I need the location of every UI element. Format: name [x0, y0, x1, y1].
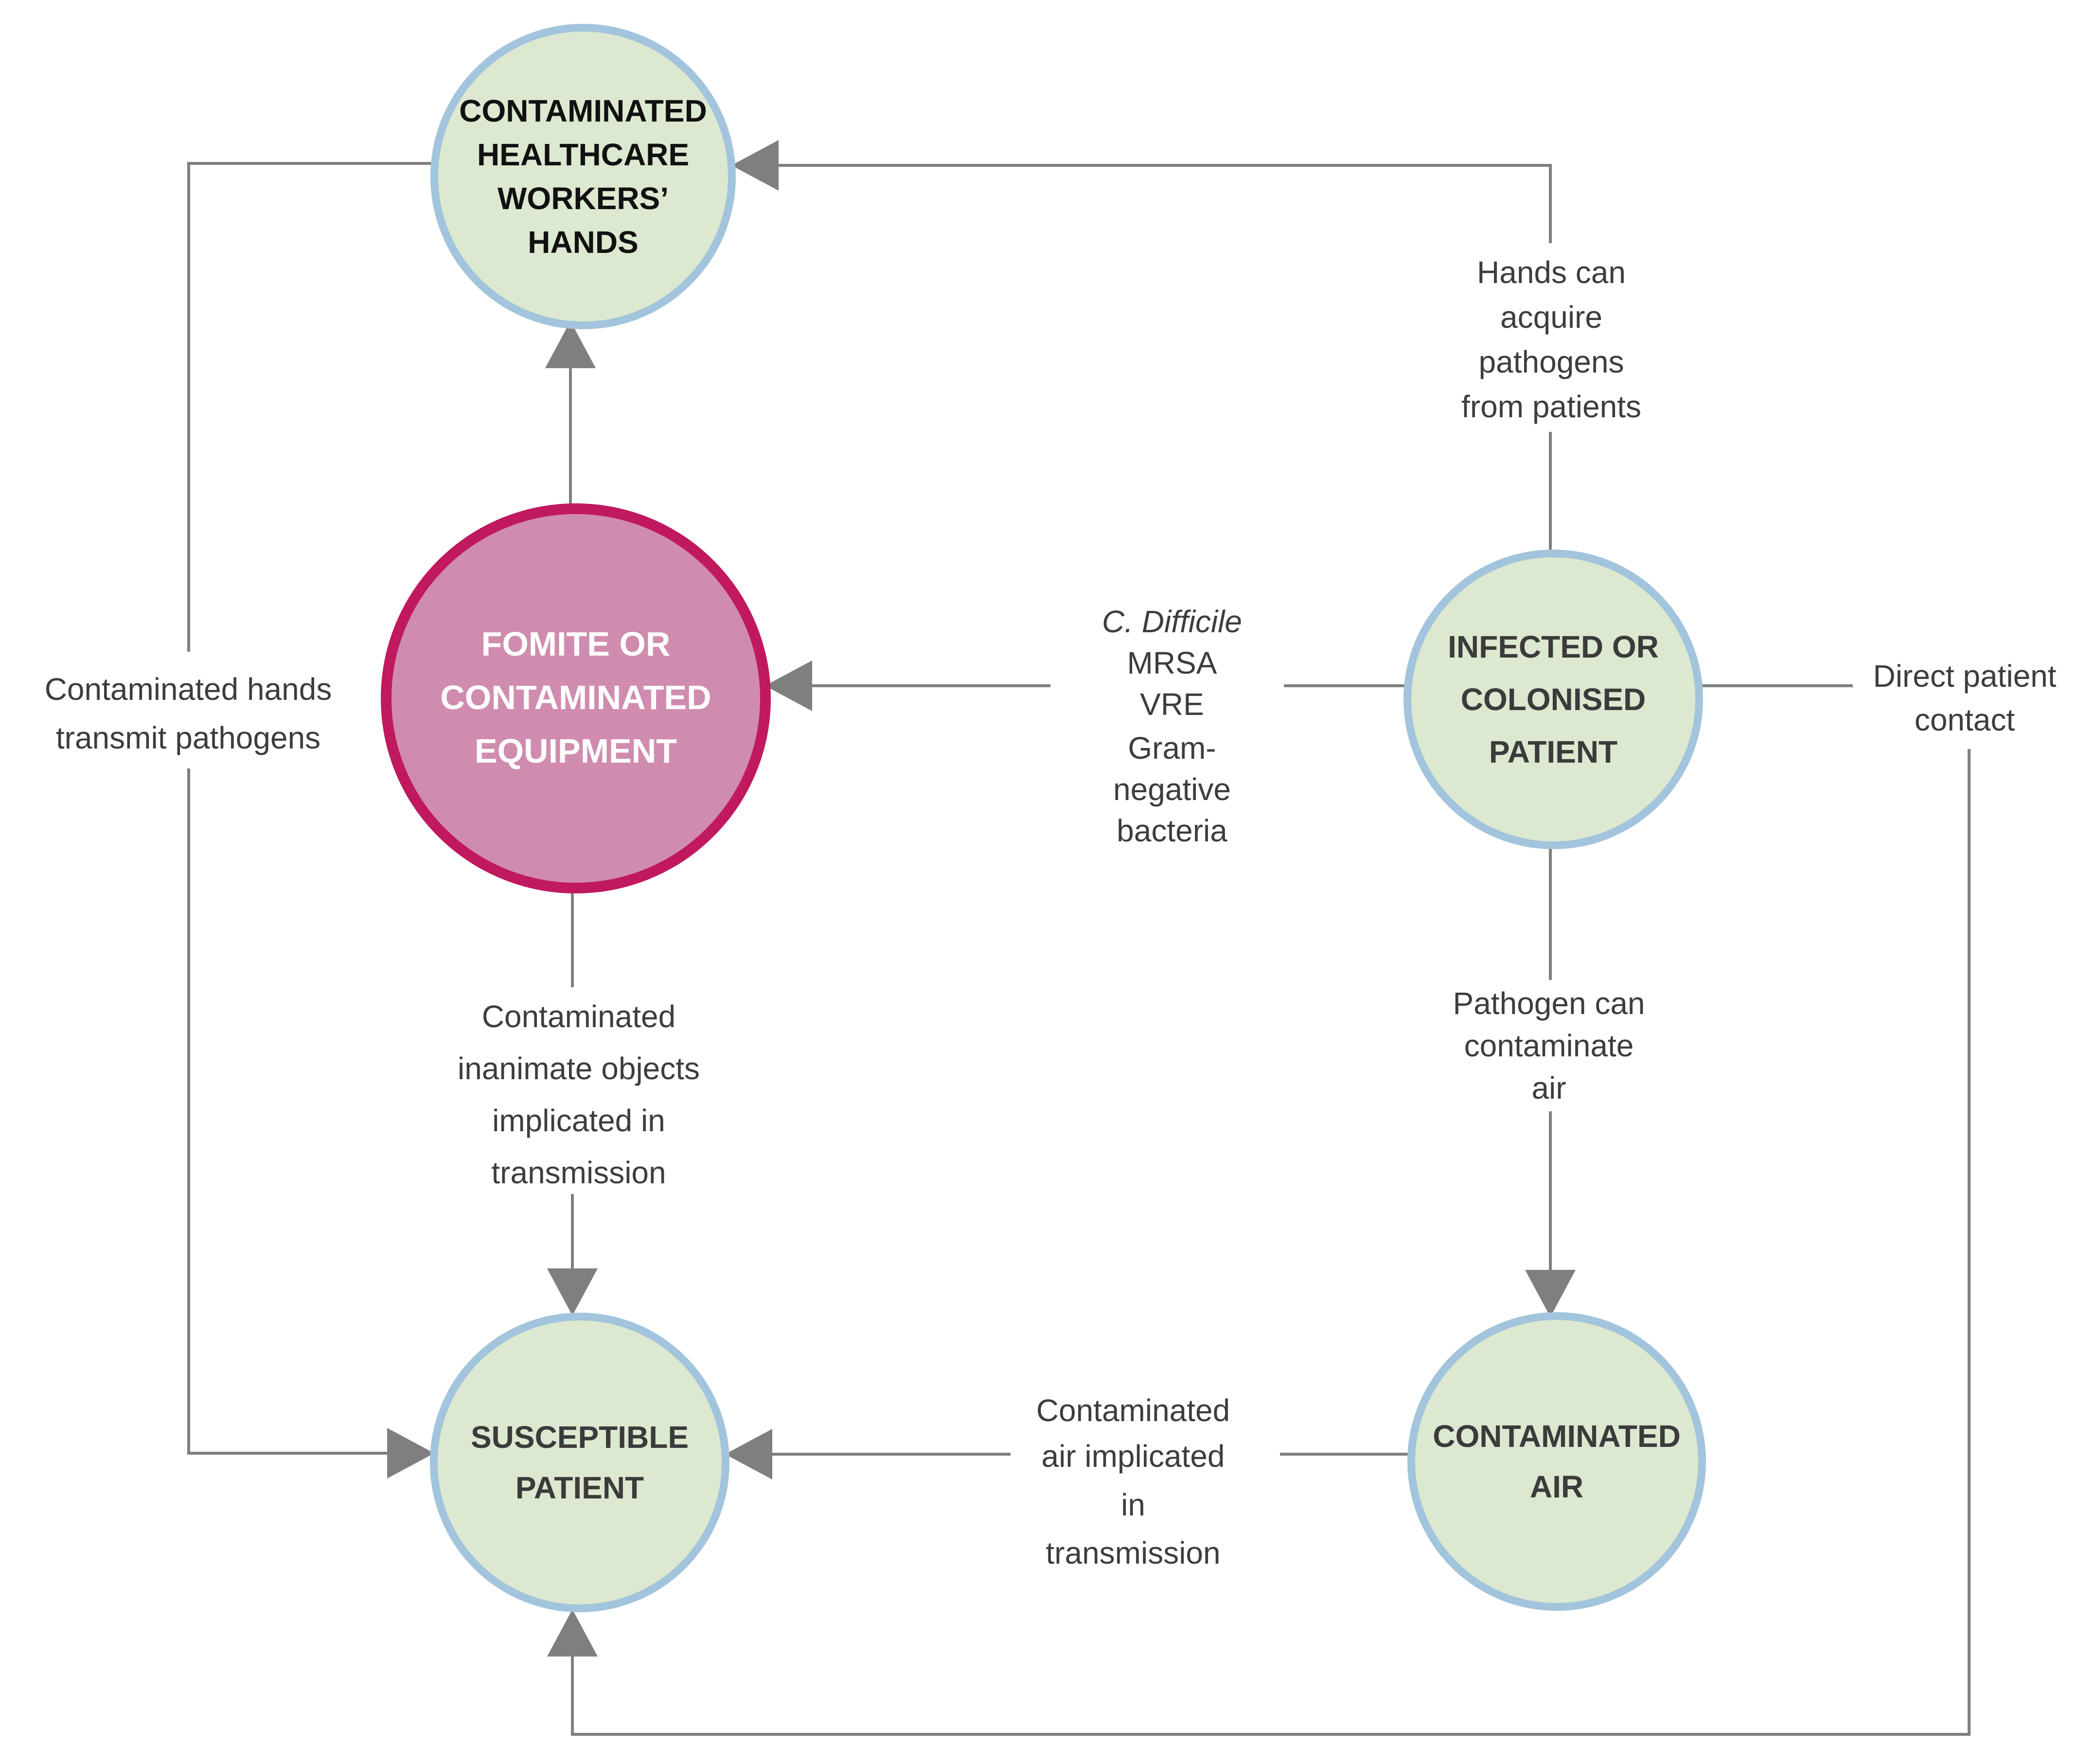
label-direct-contact-line: contact	[1915, 702, 2015, 737]
label-pathogen-list-line: VRE	[1140, 687, 1204, 722]
arrowhead-into-susceptible-top	[547, 1268, 598, 1316]
arrowhead-into-hands-bottom	[545, 321, 596, 368]
connector-hands-to-susceptible	[187, 162, 435, 1479]
connector-fomite-to-susceptible	[547, 888, 598, 1316]
arrowhead-into-susceptible-left	[387, 1428, 434, 1479]
node-fomite: FOMITE OR CONTAMINATED EQUIPMENT	[381, 503, 771, 893]
arrowhead-into-susceptible-right	[725, 1429, 772, 1479]
label-inanimate-objects-line: transmission	[491, 1155, 666, 1190]
label-pathogen-list-line: negative	[1113, 772, 1231, 807]
node-infected-patient-label: INFECTED OR	[1448, 629, 1659, 664]
node-infected-patient-label: PATIENT	[1489, 734, 1617, 769]
label-inanimate-objects-line: Contaminated	[482, 999, 675, 1034]
node-contaminated-hands-label: HANDS	[528, 225, 639, 260]
label-direct-contact-line: Direct patient	[1873, 659, 2056, 694]
node-fomite-label: EQUIPMENT	[475, 732, 677, 770]
arrowhead-into-susceptible-bottom	[547, 1609, 598, 1657]
node-infected-patient-label: COLONISED	[1461, 682, 1646, 717]
label-air-implicated: Contaminated air implicated in transmiss…	[1036, 1393, 1230, 1570]
node-fomite-circle	[381, 503, 771, 893]
node-contaminated-air: CONTAMINATED AIR	[1407, 1312, 1706, 1611]
label-air-implicated-line: transmission	[1046, 1535, 1220, 1570]
node-contaminated-air-label: CONTAMINATED	[1433, 1419, 1681, 1454]
arrowhead-into-hands	[731, 140, 779, 191]
node-susceptible-patient: SUSCEPTIBLE PATIENT	[430, 1313, 729, 1612]
label-contaminate-air: Pathogen can contaminate air	[1453, 986, 1645, 1105]
label-hands-acquire: Hands can acquire pathogens from patient…	[1461, 255, 1641, 424]
node-contaminated-hands-label: WORKERS’	[497, 181, 669, 216]
label-contaminate-air-line: contaminate	[1464, 1028, 1634, 1063]
arrowhead-into-air	[1525, 1270, 1576, 1317]
connector-infected-direct-to-susceptible	[547, 684, 1971, 1736]
label-contaminate-air-line: Pathogen can	[1453, 986, 1645, 1021]
connector-infected-to-air	[1525, 845, 1576, 1317]
node-fomite-label: CONTAMINATED	[440, 678, 711, 716]
label-inanimate-objects-line: inanimate objects	[458, 1051, 700, 1086]
label-hands-acquire-line: acquire	[1500, 300, 1602, 335]
label-pathogen-list-line: bacteria	[1117, 813, 1227, 848]
label-air-implicated-line: in	[1121, 1487, 1145, 1522]
connector-infected-to-fomite	[765, 660, 1408, 711]
node-contaminated-air-label: AIR	[1530, 1469, 1583, 1504]
node-contaminated-hands: CONTAMINATED HEALTHCARE WORKERS’ HANDS	[430, 24, 736, 329]
node-infected-patient: INFECTED OR COLONISED PATIENT	[1403, 550, 1703, 849]
label-pathogen-list-line: Gram-	[1128, 731, 1216, 766]
node-susceptible-patient-circle	[430, 1313, 729, 1612]
label-pathogen-list-line: MRSA	[1127, 645, 1217, 680]
node-infected-patient-circle	[1403, 550, 1703, 849]
node-contaminated-hands-label: CONTAMINATED	[459, 93, 707, 128]
node-contaminated-air-circle	[1407, 1312, 1706, 1611]
label-hands-acquire-line: from patients	[1461, 389, 1641, 424]
label-hands-transmit: Contaminated hands transmit pathogens	[45, 672, 332, 755]
label-hands-transmit-line: Contaminated hands	[45, 672, 332, 707]
label-pathogen-list-line: C. Difficile	[1102, 604, 1242, 639]
label-air-implicated-line: Contaminated	[1036, 1393, 1230, 1428]
node-susceptible-patient-label: PATIENT	[515, 1470, 644, 1505]
label-inanimate-objects: Contaminated inanimate objects implicate…	[458, 999, 700, 1190]
connector-fomite-to-hands	[545, 321, 596, 509]
label-pathogen-list: C. Difficile MRSA VRE Gram- negative bac…	[1102, 604, 1242, 848]
label-hands-transmit-line: transmit pathogens	[56, 720, 320, 755]
label-direct-contact: Direct patient contact	[1873, 659, 2056, 737]
node-contaminated-hands-circle	[430, 24, 736, 329]
label-air-implicated-line: air implicated	[1041, 1439, 1225, 1474]
label-inanimate-objects-line: implicated in	[492, 1103, 665, 1138]
arrowhead-into-fomite	[765, 660, 812, 711]
label-hands-acquire-line: Hands can	[1477, 255, 1626, 290]
node-susceptible-patient-label: SUSCEPTIBLE	[471, 1420, 689, 1455]
node-fomite-label: FOMITE OR	[481, 625, 671, 663]
connector-air-to-susceptible	[725, 1429, 1411, 1479]
label-hands-acquire-line: pathogens	[1479, 344, 1624, 379]
connector-infected-to-hands	[731, 140, 1552, 553]
label-contaminate-air-line: air	[1531, 1070, 1566, 1105]
node-contaminated-hands-label: HEALTHCARE	[477, 137, 689, 172]
